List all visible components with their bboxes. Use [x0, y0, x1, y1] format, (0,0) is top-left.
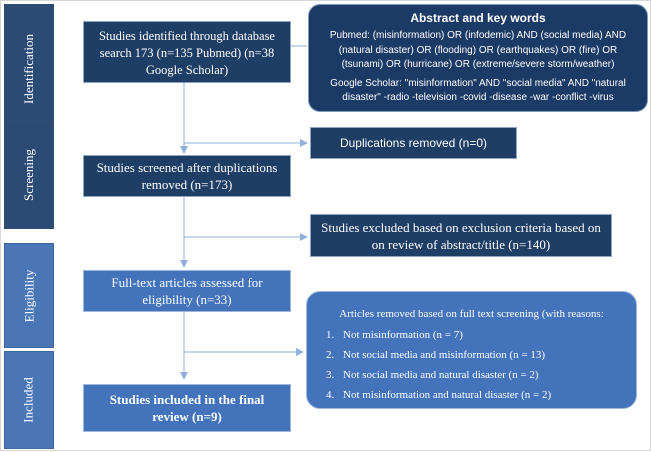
stage-screening-label: Screening — [21, 149, 37, 201]
screened-text: Studies screened after duplications remo… — [96, 160, 278, 192]
stage-identification-label: Identification — [21, 33, 36, 105]
stage-identification: Identification — [4, 4, 54, 134]
removed-title: Articles removed based on full text scre… — [339, 308, 604, 320]
keywords-pubmed: Pubmed: (misinformation) OR (infodemic) … — [329, 30, 627, 70]
duplicates-text: Duplications removed (n=0) — [339, 136, 488, 150]
fulltext-box: Full-text articles assessed for eligibil… — [83, 270, 291, 312]
identified-text: Studies identified through database sear… — [98, 29, 275, 77]
stage-included: Included — [4, 351, 54, 449]
removed-reason: Not misinformation (n = 7) — [337, 325, 624, 345]
included-box: Studies included in the final review (n=… — [83, 384, 291, 432]
removed-reason: Not social media and natural disaster (n… — [337, 365, 624, 385]
removed-reason: Not social media and misinformation (n =… — [337, 345, 624, 365]
duplicates-box: Duplications removed (n=0) — [310, 127, 517, 159]
identified-box: Studies identified through database sear… — [83, 21, 291, 83]
keywords-google-scholar: Google Scholar: "misinformation" AND "so… — [330, 77, 626, 104]
keywords-box: Abstract and key words Pubmed: (misinfor… — [308, 4, 648, 112]
fulltext-text: Full-text articles assessed for eligibil… — [111, 275, 263, 307]
stage-screening: Screening — [4, 121, 54, 229]
removed-reason: Not misinformation and natural disaster … — [337, 385, 624, 405]
removed-box: Articles removed based on full text scre… — [306, 291, 637, 409]
stage-eligibility-label: Eligibility — [21, 269, 37, 322]
excluded-box: Studies excluded based on exclusion crit… — [310, 214, 612, 257]
excluded-text: Studies excluded based on exclusion crit… — [321, 220, 601, 252]
screened-box: Studies screened after duplications remo… — [83, 155, 291, 197]
stage-eligibility: Eligibility — [4, 243, 54, 348]
stage-included-label: Included — [20, 377, 36, 423]
removed-reasons-list: Not misinformation (n = 7) Not social me… — [319, 325, 624, 405]
keywords-title: Abstract and key words — [410, 11, 546, 25]
included-text: Studies included in the final review (n=… — [109, 392, 265, 424]
